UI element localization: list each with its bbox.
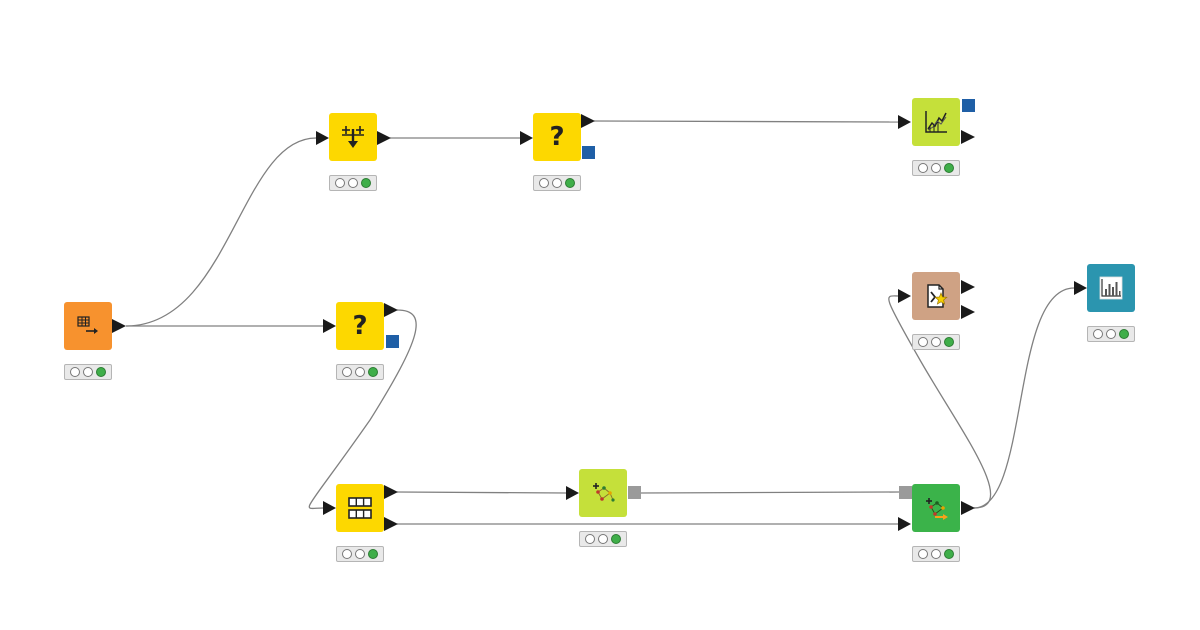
node-status-roc-plot <box>912 160 960 176</box>
output-port[interactable] <box>112 319 126 333</box>
node-column-filter[interactable] <box>329 113 377 161</box>
connection-predictor-to-document[interactable] <box>888 295 992 509</box>
status-light-executed <box>944 337 954 347</box>
status-light-idle <box>83 367 93 377</box>
input-port[interactable] <box>1074 281 1087 295</box>
input-port[interactable] <box>323 319 336 333</box>
status-light-idle <box>931 549 941 559</box>
input-port[interactable] <box>898 115 911 129</box>
output-port[interactable] <box>961 130 975 144</box>
output-port[interactable] <box>384 303 398 317</box>
connection-missing-top-to-roc[interactable] <box>593 120 899 123</box>
document-star-icon <box>923 283 949 309</box>
status-light-executed <box>944 163 954 173</box>
node-document-output[interactable] <box>912 272 960 320</box>
status-light-idle <box>552 178 562 188</box>
node-missing-top[interactable]: ? <box>533 113 581 161</box>
status-light-idle <box>598 534 608 544</box>
node-table-reader[interactable] <box>64 302 112 350</box>
model-output-port[interactable] <box>628 486 641 499</box>
connection-learner-to-predictor-model[interactable] <box>639 491 900 494</box>
output-port[interactable] <box>961 501 975 515</box>
status-light-idle <box>348 178 358 188</box>
status-light-executed <box>565 178 575 188</box>
status-light-idle <box>1093 329 1103 339</box>
status-light-idle <box>335 178 345 188</box>
network-learner-icon <box>590 480 616 506</box>
connection-predictor-to-barchart[interactable] <box>973 287 1075 509</box>
status-light-idle <box>931 163 941 173</box>
status-light-idle <box>342 367 352 377</box>
status-light-idle <box>931 337 941 347</box>
question-mark-icon: ? <box>549 122 565 152</box>
status-light-executed <box>368 367 378 377</box>
input-port[interactable] <box>520 131 533 145</box>
node-model-learner[interactable] <box>579 469 627 517</box>
connection-partitioning-to-learner[interactable] <box>396 491 567 494</box>
line-chart-icon <box>923 109 949 135</box>
status-light-idle <box>918 337 928 347</box>
node-bar-chart[interactable] <box>1087 264 1135 312</box>
flow-variable-port[interactable] <box>582 146 595 159</box>
filter-arrow-icon <box>340 124 366 150</box>
connection-missing-mid-to-partitioning[interactable] <box>308 309 417 510</box>
status-light-executed <box>361 178 371 188</box>
status-light-idle <box>342 549 352 559</box>
output-port[interactable] <box>581 114 595 128</box>
node-status-partitioning <box>336 546 384 562</box>
bar-chart-icon <box>1098 275 1124 301</box>
node-status-model-predictor <box>912 546 960 562</box>
question-mark-icon: ? <box>352 311 368 341</box>
output-port[interactable] <box>961 305 975 319</box>
output-port[interactable] <box>377 131 391 145</box>
node-status-missing-mid <box>336 364 384 380</box>
status-light-idle <box>1106 329 1116 339</box>
network-predictor-icon <box>923 495 949 521</box>
node-roc-plot[interactable] <box>912 98 960 146</box>
status-light-idle <box>585 534 595 544</box>
status-light-idle <box>355 367 365 377</box>
flow-variable-port[interactable] <box>962 99 975 112</box>
output-port[interactable] <box>961 280 975 294</box>
output-port[interactable] <box>384 517 398 531</box>
status-light-idle <box>70 367 80 377</box>
status-light-executed <box>611 534 621 544</box>
partition-table-icon <box>347 495 373 521</box>
flow-variable-port[interactable] <box>386 335 399 348</box>
node-partitioning[interactable] <box>336 484 384 532</box>
input-port[interactable] <box>566 486 579 500</box>
status-light-executed <box>96 367 106 377</box>
node-status-model-learner <box>579 531 627 547</box>
node-model-predictor[interactable] <box>912 484 960 532</box>
node-missing-mid[interactable]: ? <box>336 302 384 350</box>
input-port[interactable] <box>316 131 329 145</box>
status-light-idle <box>355 549 365 559</box>
input-port[interactable] <box>898 517 911 531</box>
node-status-column-filter <box>329 175 377 191</box>
status-light-executed <box>368 549 378 559</box>
model-input-port[interactable] <box>899 486 912 499</box>
status-light-idle <box>918 163 928 173</box>
input-port[interactable] <box>323 501 336 515</box>
connection-reader-to-filter[interactable] <box>125 137 317 327</box>
node-status-bar-chart <box>1087 326 1135 342</box>
node-status-document-output <box>912 334 960 350</box>
node-status-table-reader <box>64 364 112 380</box>
status-light-executed <box>944 549 954 559</box>
node-status-missing-top <box>533 175 581 191</box>
input-port[interactable] <box>898 289 911 303</box>
status-light-idle <box>539 178 549 188</box>
status-light-idle <box>918 549 928 559</box>
output-port[interactable] <box>384 485 398 499</box>
table-output-icon <box>77 315 99 337</box>
status-light-executed <box>1119 329 1129 339</box>
